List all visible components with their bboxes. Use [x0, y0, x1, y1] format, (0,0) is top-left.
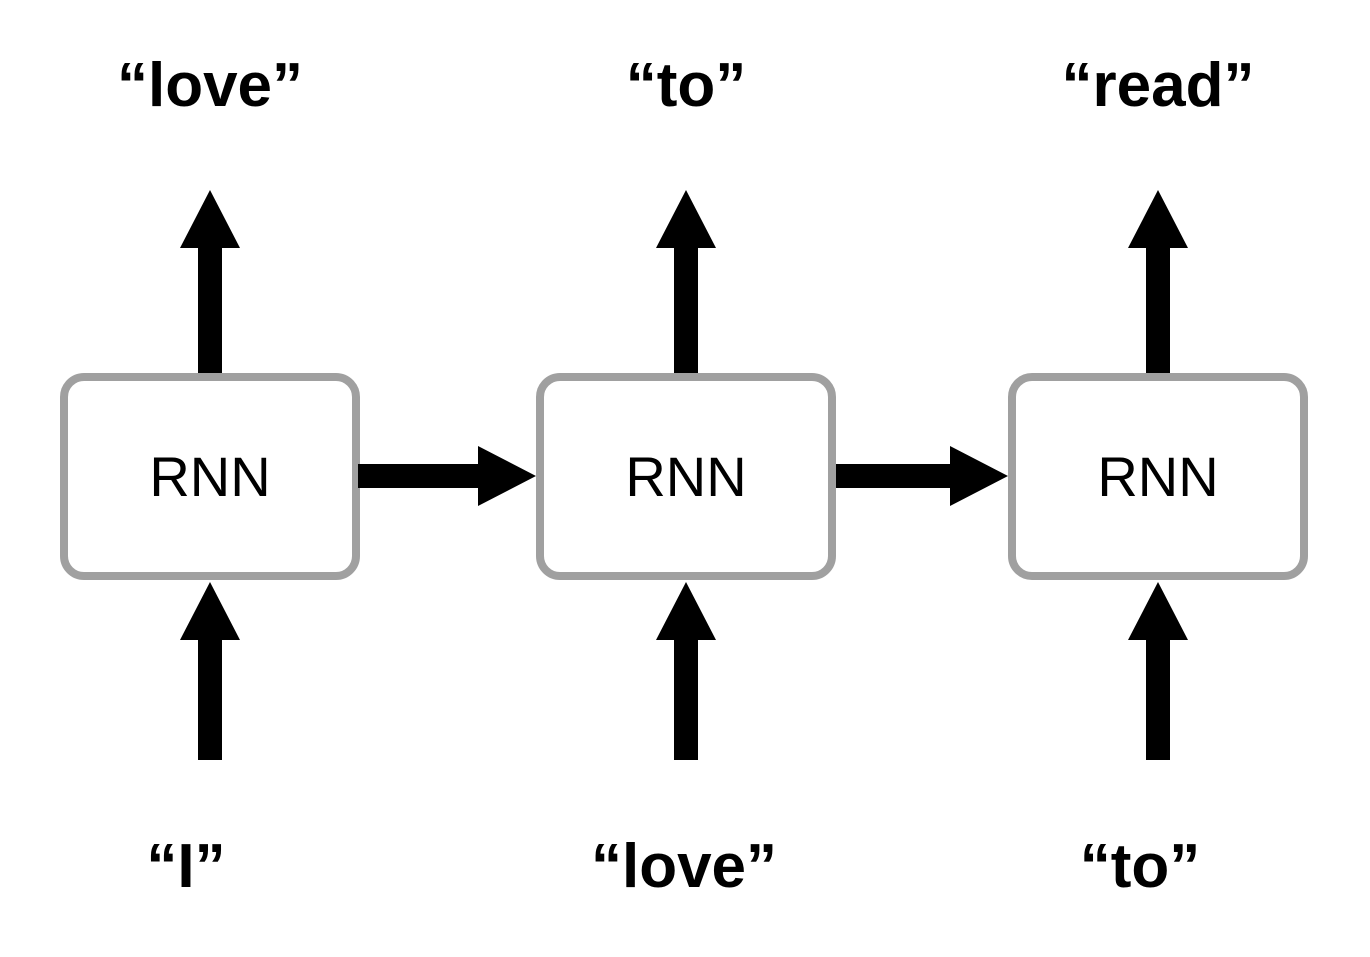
output-word-label-2: “to”: [625, 51, 747, 120]
input-arrow-1: [180, 582, 240, 760]
output-arrow-3: [1128, 190, 1188, 373]
rnn-cell-label: RNN: [149, 445, 271, 508]
input-word-label-3: “to”: [1079, 832, 1201, 901]
input-word-label-2: “love”: [590, 832, 778, 901]
rnn-cell-2: RNN: [536, 373, 836, 580]
output-word-label-1: “love”: [116, 51, 304, 120]
output-arrow-2: [656, 190, 716, 373]
input-arrow-2: [656, 582, 716, 760]
rnn-cell-label: RNN: [625, 445, 747, 508]
input-word-label-1: “I”: [146, 832, 226, 901]
rnn-cell-1: RNN: [60, 373, 360, 580]
output-word-label-3: “read”: [1061, 51, 1255, 120]
recurrent-arrow-1-2: [358, 446, 536, 506]
recurrent-arrow-2-3: [836, 446, 1008, 506]
input-arrow-3: [1128, 582, 1188, 760]
output-arrow-1: [180, 190, 240, 373]
rnn-cell-label: RNN: [1097, 445, 1219, 508]
rnn-cell-3: RNN: [1008, 373, 1308, 580]
